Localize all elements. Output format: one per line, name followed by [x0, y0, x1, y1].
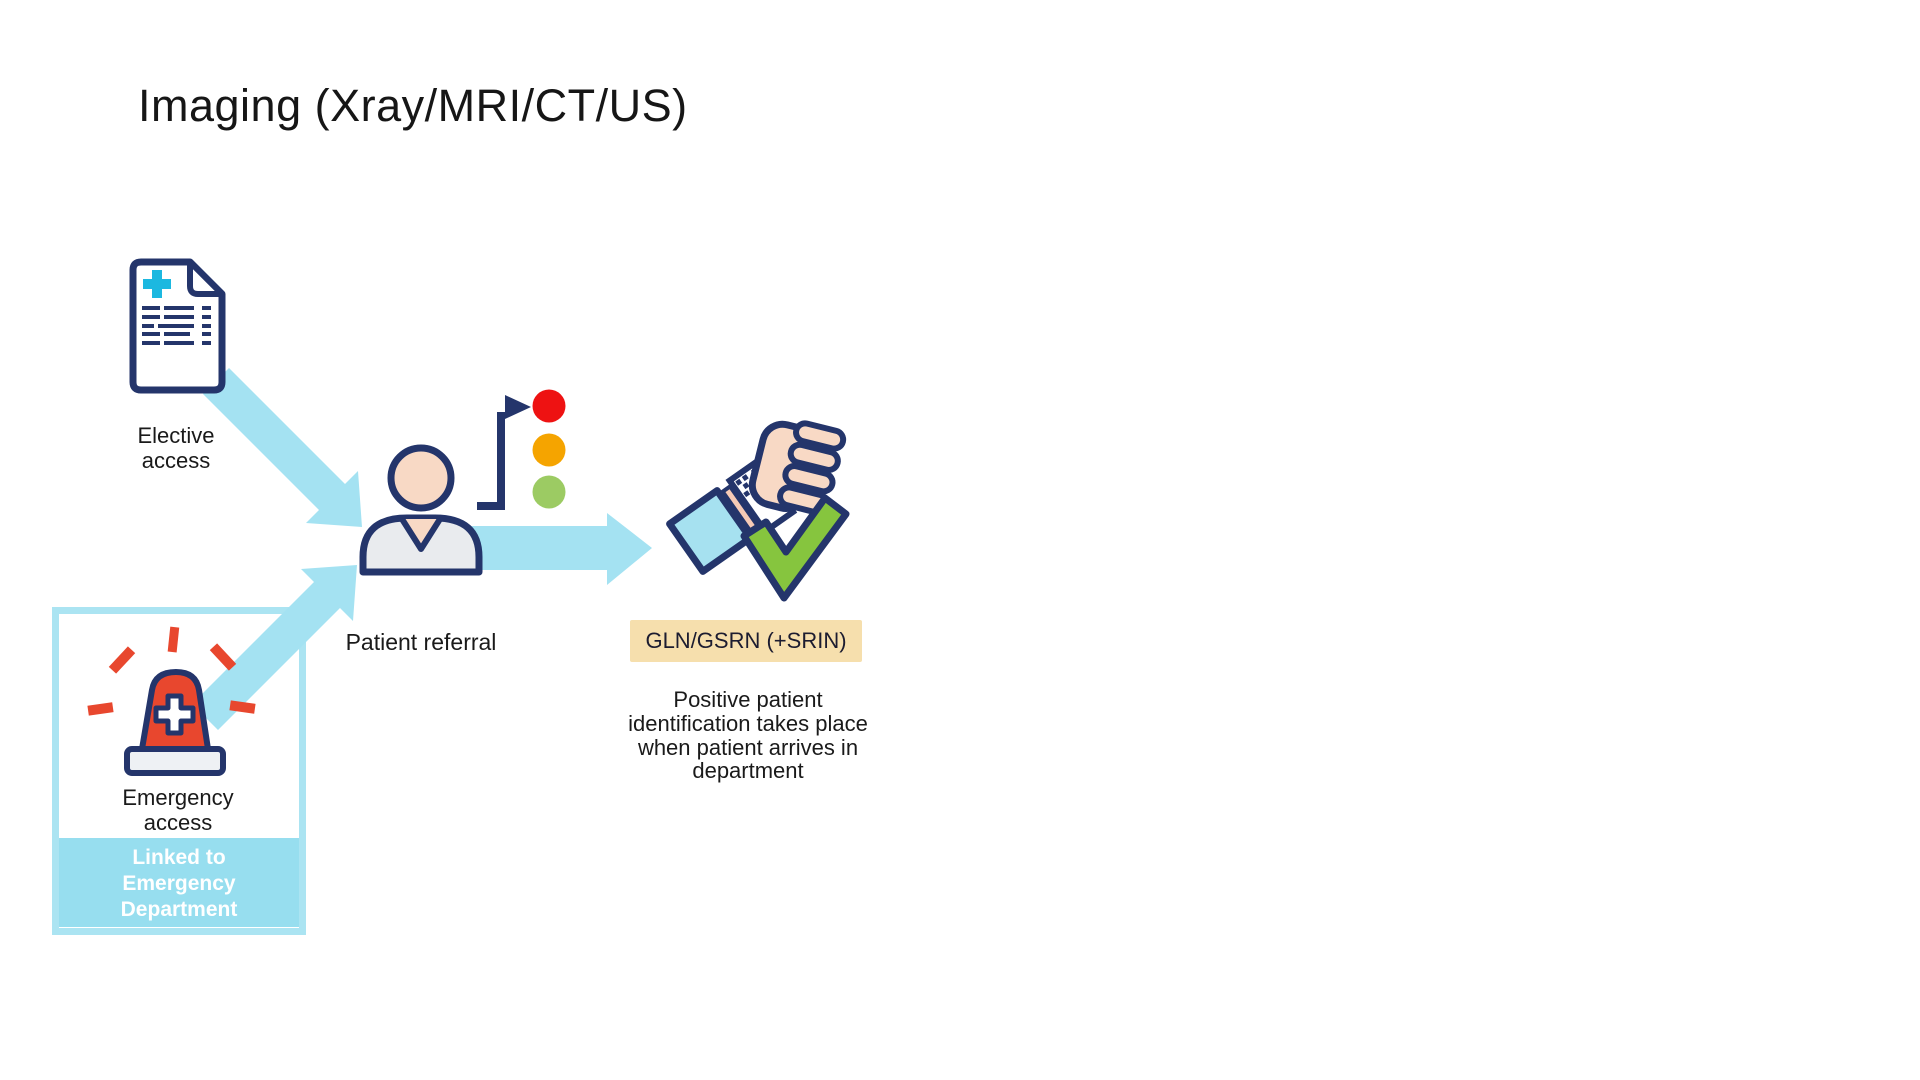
- patient-icon: [359, 444, 483, 576]
- slide-title: Imaging (Xray/MRI/CT/US): [138, 80, 688, 131]
- fist: [748, 420, 847, 516]
- medical-referral-document-icon: [129, 258, 226, 394]
- gln-gsrn-badge: GLN/GSRN (+SRIN): [630, 620, 862, 662]
- positive-identification-note: Positive patient identification takes pl…: [628, 687, 868, 784]
- wristband-check-icon: [666, 420, 850, 602]
- patient-referral-label: Patient referral: [345, 629, 497, 655]
- flow-arrow-referral: [430, 513, 652, 585]
- emergency-siren-icon: [87, 626, 256, 776]
- checkmark-icon: [740, 494, 850, 602]
- flow-arrow-emergency: [192, 565, 357, 730]
- traffic-red-light: [532, 389, 566, 423]
- flow-arrow-elective: [203, 368, 362, 527]
- traffic-green-light: [532, 475, 566, 509]
- linked-banner-strip: [59, 838, 299, 927]
- elective-access-label: Elective access: [137, 423, 215, 473]
- linked-to-ed-banner: Linked to Emergency Department: [120, 846, 238, 922]
- document-text-lines: [142, 306, 211, 345]
- emergency-access-label: Emergency access: [122, 785, 234, 835]
- traffic-amber-light: [532, 433, 566, 467]
- traffic-light-icon: [477, 389, 566, 510]
- document-cross-icon: [143, 270, 171, 298]
- sleeve: [666, 487, 754, 575]
- medical-cross-icon: [153, 693, 196, 736]
